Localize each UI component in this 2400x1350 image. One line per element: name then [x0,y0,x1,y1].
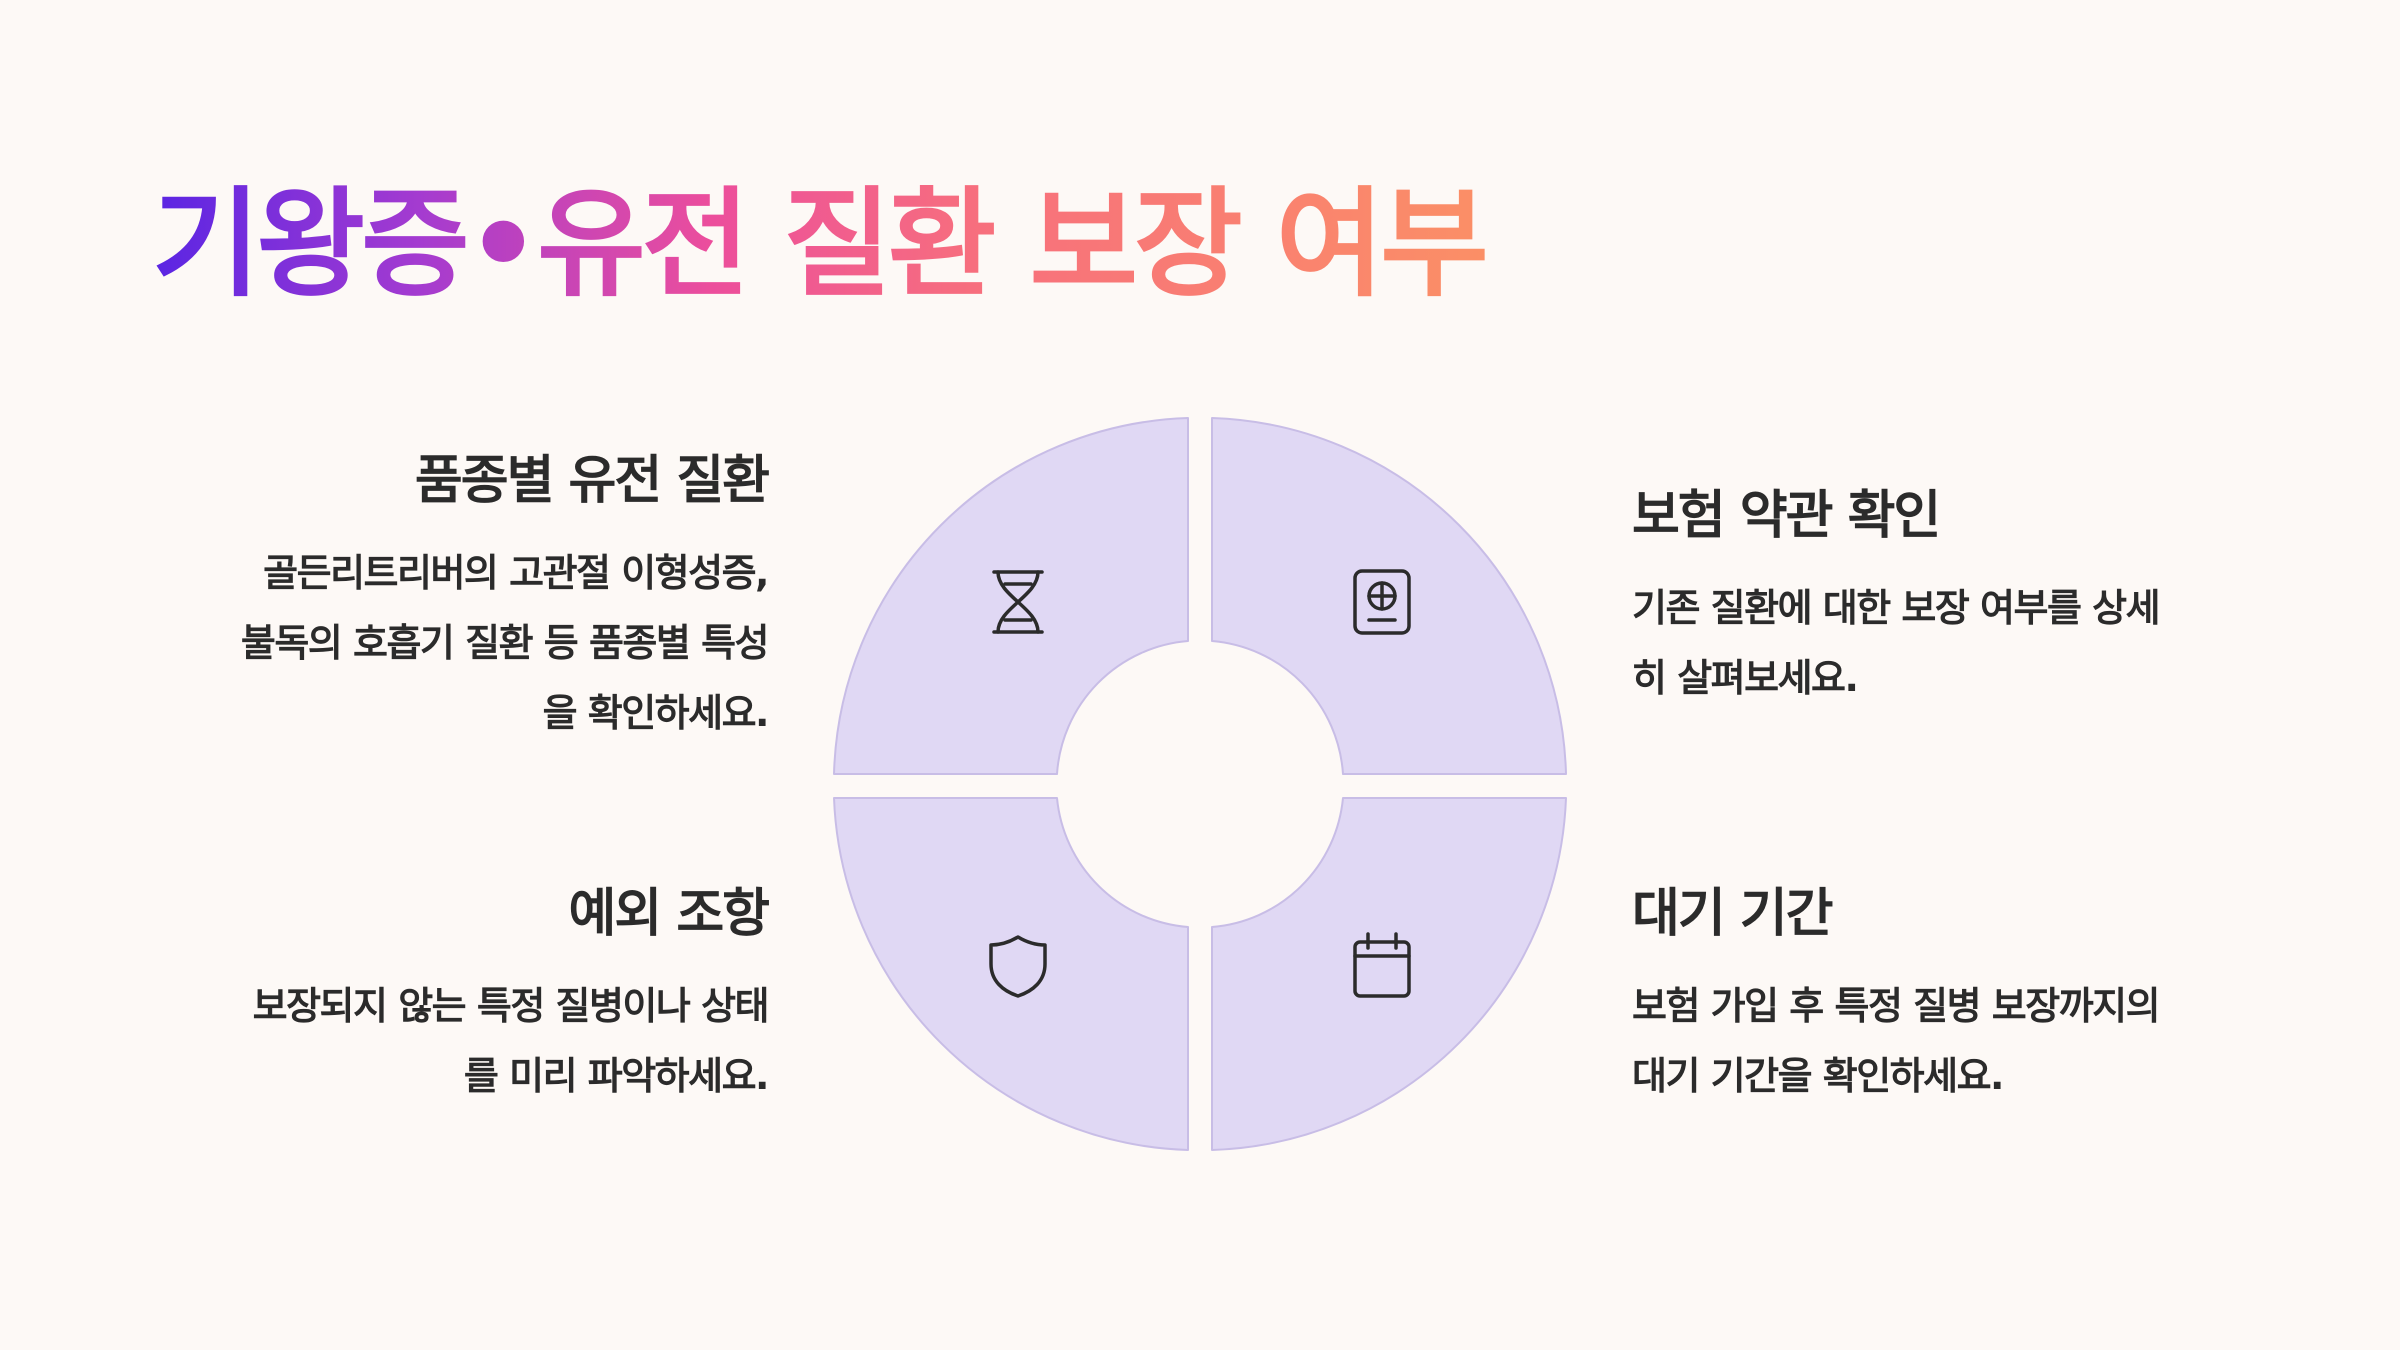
wheel-segment-bottom-left [833,797,1189,1151]
section-heading: 대기 기간 [1632,884,1833,944]
description-line: 을 확인하세요. [542,691,770,736]
passport-icon [1353,569,1411,635]
description-line: 대기 기간을 확인하세요. [1632,1054,2005,1099]
description-line: 보험 가입 후 특정 질병 보장까지의 [1632,984,2161,1029]
description-line: 기존 질환에 대한 보장 여부를 상세 [1632,586,2161,631]
section-heading: 보험 약관 확인 [1632,486,1941,546]
description-line: 불독의 호흡기 질환 등 품종별 특성 [240,621,770,666]
section-heading: 품종별 유전 질환 [414,451,770,511]
section-breed-genetic-disease: 품종별 유전 질환 골든리트리버의 고관절 이형성증, 불독의 호흡기 질환 등 … [168,450,770,748]
description-line: 를 미리 파악하세요. [463,1054,770,1099]
description-line: 히 살펴보세요. [1632,656,1859,701]
four-segment-wheel-diagram [833,417,1567,1151]
dna-icon [992,570,1044,634]
page-title: 기왕증•유전 질환 보장 여부 [152,175,1489,313]
description-line: 보장되지 않는 특정 질병이나 상태 [252,984,770,1029]
description-line: 골든리트리버의 고관절 이형성증, [263,551,769,596]
section-heading: 예외 조항 [568,884,770,944]
wheel-segment-bottom-right [1211,797,1567,1151]
shield-icon [989,935,1047,998]
calendar-icon [1353,932,1411,998]
